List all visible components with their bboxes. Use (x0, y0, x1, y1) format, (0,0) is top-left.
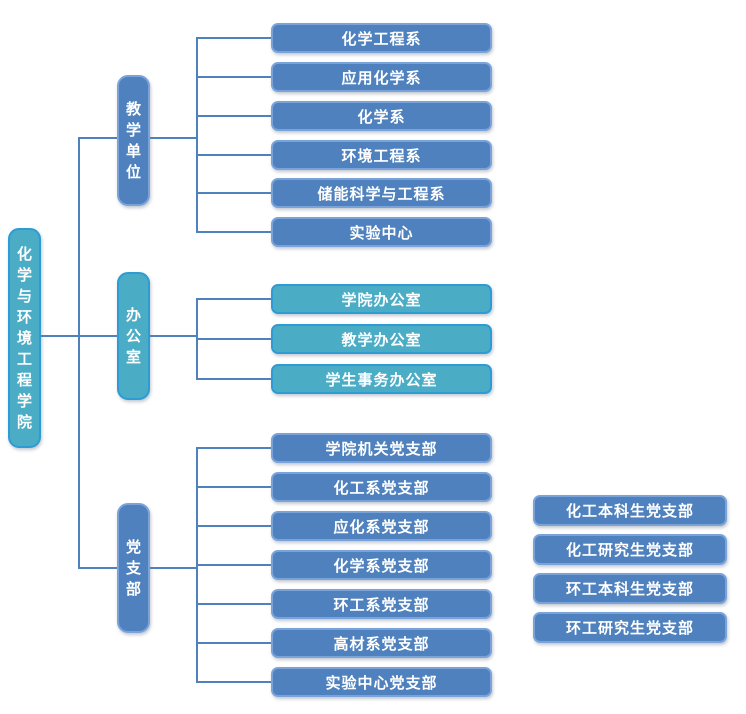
child-node-label: 应用化学系 (341, 69, 422, 87)
connector-branch (197, 338, 271, 340)
child-node-label: 化学工程系 (341, 30, 422, 48)
detached-node-label: 环工研究生党支部 (565, 620, 694, 637)
group-label: 办公室 (125, 306, 141, 366)
child-node-label: 实验中心 (349, 224, 414, 242)
root-node: 化学与环境工程学院 (8, 228, 41, 448)
connector-branch (197, 486, 271, 488)
child-node: 实验中心党支部 (271, 667, 492, 697)
connector-branch (197, 564, 271, 566)
child-node-label: 教学办公室 (341, 331, 422, 349)
connector-trunk (78, 137, 80, 569)
child-node: 学生事务办公室 (271, 364, 492, 394)
child-node-label: 实验中心党支部 (325, 674, 438, 692)
group-label: 党支部 (125, 538, 141, 598)
detached-node: 化工本科生党支部 (533, 495, 727, 526)
connector-group-to-bus (150, 567, 197, 569)
child-node-label: 化学系 (357, 108, 406, 126)
connector-branch (197, 192, 271, 194)
child-node-label: 高材系党支部 (333, 635, 430, 653)
connector-trunk-to-bottom-group (79, 567, 117, 569)
group-node-party-branches: 党支部 (117, 503, 150, 633)
connector-branch (197, 76, 271, 78)
connector-group-to-bus (150, 335, 197, 337)
detached-node: 环工研究生党支部 (533, 612, 727, 643)
child-node: 化学系 (271, 101, 492, 131)
child-node-label: 化学系党支部 (333, 557, 430, 575)
connector-root (41, 335, 117, 337)
child-node: 学院办公室 (271, 284, 492, 314)
child-node-label: 环工系党支部 (333, 596, 430, 614)
connector-branch (197, 603, 271, 605)
child-node: 应用化学系 (271, 62, 492, 92)
group-node-teaching-units: 教学单位 (117, 75, 150, 206)
child-node: 环境工程系 (271, 140, 492, 170)
child-node-label: 储能科学与工程系 (317, 185, 446, 203)
detached-node-label: 化工本科生党支部 (565, 503, 694, 520)
connector-branch (197, 378, 271, 380)
connector-branch (197, 115, 271, 117)
group-node-offices: 办公室 (117, 272, 150, 400)
child-node-label: 学生事务办公室 (325, 371, 438, 389)
child-node-label: 学院机关党支部 (325, 440, 438, 458)
connector-branch (197, 525, 271, 527)
connector-bus (196, 298, 198, 380)
connector-group-to-bus (150, 137, 197, 139)
child-node: 实验中心 (271, 217, 492, 247)
connector-bus (196, 37, 198, 233)
connector-branch (197, 447, 271, 449)
child-node: 化学系党支部 (271, 550, 492, 580)
root-label: 化学与环境工程学院 (16, 245, 32, 431)
connector-branch (197, 37, 271, 39)
child-node: 储能科学与工程系 (271, 178, 492, 208)
child-node: 学院机关党支部 (271, 433, 492, 463)
child-node-label: 环境工程系 (341, 147, 422, 165)
group-label: 教学单位 (125, 100, 141, 181)
connector-branch (197, 642, 271, 644)
detached-node-label: 化工研究生党支部 (565, 542, 694, 559)
child-node-label: 学院办公室 (341, 291, 422, 309)
child-node: 环工系党支部 (271, 589, 492, 619)
child-node-label: 化工系党支部 (333, 479, 430, 497)
child-node: 化工系党支部 (271, 472, 492, 502)
detached-node: 环工本科生党支部 (533, 573, 727, 604)
connector-branch (197, 154, 271, 156)
child-node-label: 应化系党支部 (333, 518, 430, 536)
child-node: 教学办公室 (271, 324, 492, 354)
detached-node-label: 环工本科生党支部 (565, 581, 694, 598)
child-node: 化学工程系 (271, 23, 492, 53)
connector-branch (197, 298, 271, 300)
detached-node: 化工研究生党支部 (533, 534, 727, 565)
connector-branch (197, 231, 271, 233)
connector-bus (196, 447, 198, 683)
connector-branch (197, 681, 271, 683)
child-node: 高材系党支部 (271, 628, 492, 658)
child-node: 应化系党支部 (271, 511, 492, 541)
connector-trunk-to-top-group (79, 137, 117, 139)
